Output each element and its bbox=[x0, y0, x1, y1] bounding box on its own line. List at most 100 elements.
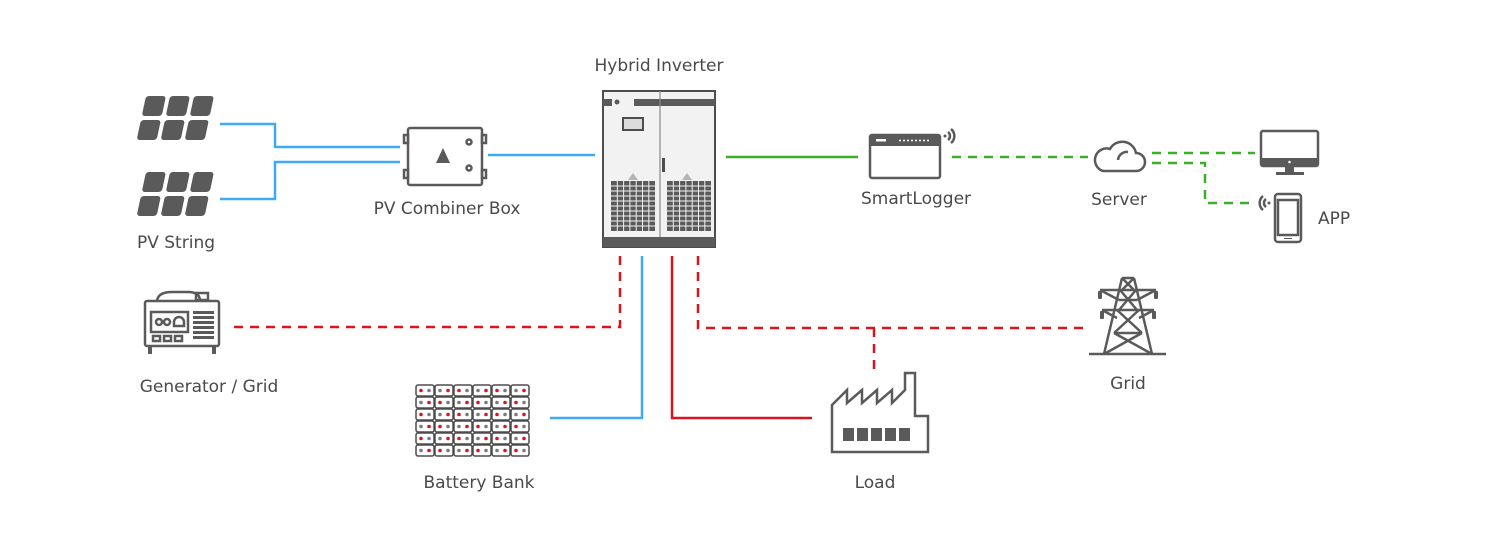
monitor-node[interactable] bbox=[1259, 129, 1320, 175]
battery-cell bbox=[434, 396, 454, 409]
battery-terminal bbox=[446, 388, 450, 393]
battery-terminal bbox=[438, 400, 442, 405]
battery-cell bbox=[434, 432, 454, 445]
battery-terminal bbox=[457, 412, 461, 417]
inverter-grid-line bbox=[696, 256, 1085, 330]
pv-string-2-line bbox=[220, 160, 400, 201]
battery-terminal bbox=[446, 412, 450, 417]
battery-cell bbox=[434, 408, 454, 421]
solar-panel-icon bbox=[137, 96, 214, 140]
battery-cell bbox=[510, 396, 530, 409]
connection-lines bbox=[220, 122, 1255, 420]
battery-terminal bbox=[465, 424, 469, 429]
transmission-tower-icon bbox=[1089, 276, 1166, 356]
battery-terminal bbox=[457, 448, 461, 453]
battery-terminal bbox=[476, 400, 480, 405]
battery-terminal bbox=[495, 412, 499, 417]
battery-terminal bbox=[484, 448, 488, 453]
battery-terminal bbox=[495, 448, 499, 453]
battery-terminal bbox=[514, 412, 518, 417]
load-node[interactable]: Load bbox=[830, 371, 930, 493]
battery-terminal bbox=[427, 448, 431, 453]
grid-label: Grid bbox=[1110, 374, 1146, 394]
inverter-battery-line bbox=[550, 256, 644, 420]
battery-terminal bbox=[484, 436, 488, 441]
combiner-box-icon bbox=[402, 126, 488, 187]
generator-label: Generator / Grid bbox=[140, 377, 279, 397]
battery-terminal bbox=[446, 400, 450, 405]
battery-terminal bbox=[427, 412, 431, 417]
battery-cell bbox=[415, 396, 435, 409]
battery-terminal bbox=[438, 412, 442, 417]
battery-terminal bbox=[465, 412, 469, 417]
server-node[interactable]: Server bbox=[1091, 140, 1147, 210]
battery-terminal bbox=[457, 424, 461, 429]
pv-combiner-node[interactable]: PV Combiner Box bbox=[374, 126, 521, 219]
battery-cell bbox=[415, 444, 435, 457]
generator-node[interactable]: Generator / Grid bbox=[140, 290, 279, 397]
solar-panel-icon bbox=[137, 172, 214, 216]
battery-terminal bbox=[419, 400, 423, 405]
battery-terminal bbox=[514, 424, 518, 429]
battery-cell bbox=[453, 396, 473, 409]
battery-cell bbox=[491, 432, 511, 445]
battery-terminal bbox=[503, 448, 507, 453]
battery-terminal bbox=[446, 448, 450, 453]
app-node[interactable]: APP bbox=[1258, 192, 1350, 244]
battery-terminal bbox=[503, 400, 507, 405]
battery-terminal bbox=[495, 436, 499, 441]
battery-terminal bbox=[514, 400, 518, 405]
battery-cell bbox=[434, 384, 454, 397]
battery-bank-node[interactable]: Battery Bank bbox=[415, 384, 535, 493]
battery-terminal bbox=[419, 436, 423, 441]
battery-cell bbox=[415, 432, 435, 445]
app-label: APP bbox=[1318, 209, 1350, 229]
battery-terminal bbox=[522, 412, 526, 417]
battery-terminal bbox=[419, 388, 423, 393]
cloud-icon bbox=[1093, 140, 1147, 173]
battery-cell bbox=[453, 408, 473, 421]
battery-terminal bbox=[419, 448, 423, 453]
battery-cell bbox=[472, 384, 492, 397]
battery-terminal bbox=[438, 436, 442, 441]
battery-cell bbox=[434, 420, 454, 433]
inverter-cabinet-icon bbox=[602, 90, 716, 248]
battery-cell bbox=[491, 384, 511, 397]
battery-cell bbox=[453, 444, 473, 457]
hybrid-inverter-node[interactable]: Hybrid Inverter bbox=[595, 56, 724, 248]
battery-terminal bbox=[438, 388, 442, 393]
pv-string-node[interactable]: PV String bbox=[137, 96, 215, 253]
smartphone-icon bbox=[1273, 192, 1303, 244]
battery-cell bbox=[510, 384, 530, 397]
battery-label: Battery Bank bbox=[423, 473, 534, 493]
battery-cell bbox=[472, 420, 492, 433]
battery-cell bbox=[510, 444, 530, 457]
battery-terminal bbox=[427, 400, 431, 405]
battery-cell bbox=[510, 432, 530, 445]
battery-terminal bbox=[465, 436, 469, 441]
battery-cell bbox=[491, 396, 511, 409]
battery-cell bbox=[415, 408, 435, 421]
battery-terminal bbox=[465, 448, 469, 453]
battery-cell bbox=[453, 384, 473, 397]
battery-terminal bbox=[446, 436, 450, 441]
smartlogger-node[interactable]: SmartLogger bbox=[861, 128, 971, 209]
grid-node[interactable]: Grid bbox=[1089, 276, 1166, 394]
battery-terminal bbox=[446, 424, 450, 429]
battery-terminal bbox=[514, 436, 518, 441]
smartlogger-icon bbox=[868, 128, 956, 180]
battery-cell bbox=[491, 408, 511, 421]
server-app-line bbox=[1152, 161, 1255, 205]
battery-terminal bbox=[495, 400, 499, 405]
battery-cell bbox=[491, 420, 511, 433]
load-label: Load bbox=[855, 473, 896, 493]
battery-terminal bbox=[522, 400, 526, 405]
battery-terminal bbox=[476, 388, 480, 393]
battery-cell bbox=[472, 396, 492, 409]
battery-cell bbox=[453, 432, 473, 445]
battery-cell bbox=[472, 432, 492, 445]
battery-terminal bbox=[427, 388, 431, 393]
battery-terminal bbox=[495, 388, 499, 393]
battery-terminal bbox=[484, 400, 488, 405]
generator-icon bbox=[143, 290, 221, 354]
